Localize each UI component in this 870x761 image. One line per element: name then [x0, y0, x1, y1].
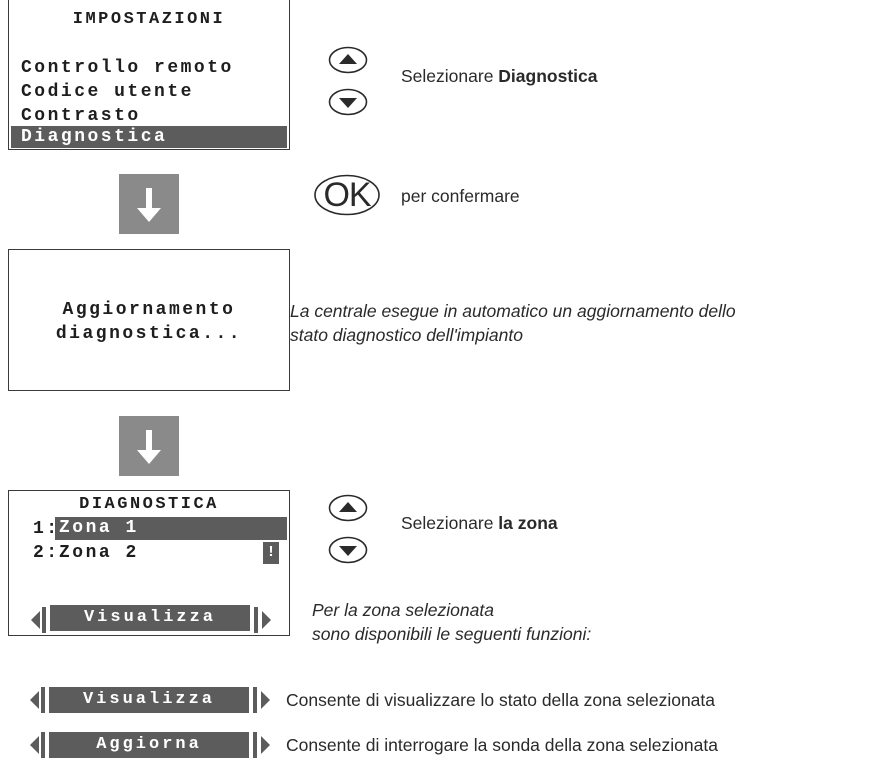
zone-alarm-flag: ! [263, 542, 279, 564]
update-line-1: Aggiornamento [62, 300, 236, 320]
visualizza-softkey-label: Visualizza [50, 605, 250, 631]
step1-instruction: Selezionare Diagnostica [401, 66, 598, 87]
step1-instruction-bold: Diagnostica [498, 66, 598, 86]
ok-button[interactable]: OK [313, 174, 381, 216]
down-arrow-button[interactable] [328, 536, 368, 564]
flow-arrow-down-icon [119, 416, 179, 476]
update-display: Aggiornamento diagnostica... [8, 249, 290, 391]
menu-item-controllo-remoto[interactable]: Controllo remoto [21, 58, 234, 78]
function-key-aggiorna[interactable]: Aggiorna [30, 732, 274, 758]
function-key-aggiorna-label: Aggiorna [49, 732, 249, 758]
function-description-aggiorna: Consente di interrogare la sonda della z… [286, 735, 718, 755]
up-arrow-button[interactable] [328, 494, 368, 522]
diagnostics-title: DIAGNOSTICA [79, 495, 219, 514]
step5-description-line-1: Per la zona selezionata [312, 600, 494, 620]
step1-instruction-prefix: Selezionare [401, 66, 499, 86]
zone-row-2-number: 2: [33, 543, 60, 563]
zone-row-1-number: 1: [33, 519, 60, 539]
menu-item-contrasto[interactable]: Contrasto [21, 106, 141, 126]
up-arrow-button[interactable] [328, 46, 368, 74]
flow-arrow-down-icon [119, 174, 179, 234]
menu-item-diagnostica-selected[interactable]: Diagnostica [11, 126, 287, 148]
settings-title: IMPOSTAZIONI [72, 10, 226, 29]
visualizza-softkey[interactable]: Visualizza [31, 605, 275, 633]
function-description-visualizza: Consente di visualizzare lo stato della … [286, 690, 716, 710]
update-line-2: diagnostica... [55, 324, 243, 344]
step4-instruction-prefix: Selezionare [401, 513, 499, 533]
step5-description-line-2: sono disponibili le seguenti funzioni: [312, 624, 592, 644]
function-key-visualizza-label: Visualizza [49, 687, 249, 713]
ok-label: OK [323, 176, 371, 214]
step3-description-line-2: stato diagnostico dell'impianto [290, 325, 523, 345]
zone-row-2-label[interactable]: Zona 2 [59, 543, 139, 563]
step4-instruction-bold: la zona [498, 513, 558, 533]
zone-row-1-selected[interactable]: Zona 1 [55, 517, 287, 540]
step3-description-line-1: La centrale esegue in automatico un aggi… [290, 301, 736, 321]
step2-instruction: per confermare [401, 186, 520, 206]
settings-display: IMPOSTAZIONI Controllo remoto Codice ute… [8, 0, 290, 150]
diagnostics-display: DIAGNOSTICA 1: Zona 1 2: Zona 2 ! Visual… [8, 490, 290, 636]
step4-instruction: Selezionare la zona [401, 513, 558, 534]
menu-item-codice-utente[interactable]: Codice utente [21, 82, 194, 102]
function-key-visualizza[interactable]: Visualizza [30, 687, 274, 713]
down-arrow-button[interactable] [328, 88, 368, 116]
